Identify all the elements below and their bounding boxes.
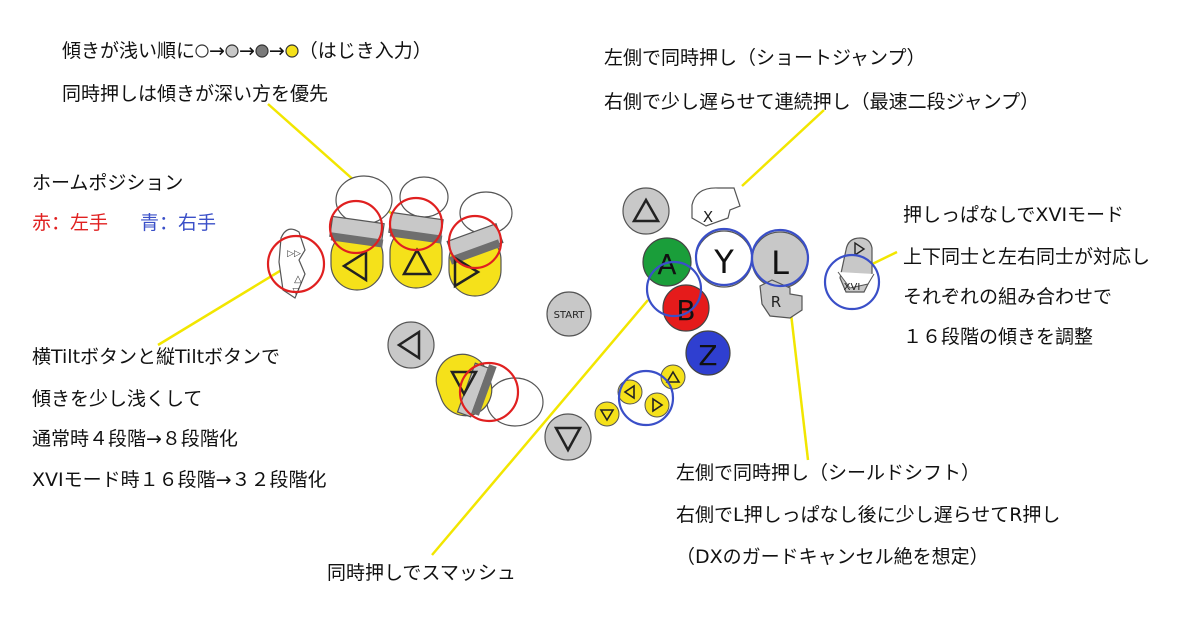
triangle-right-icon [453,255,481,289]
circle-yellow-icon [285,44,299,58]
red-ring-right [447,214,503,270]
tilt-button-note-1: 横Tiltボタンと縦Tiltボタンで [32,346,281,368]
leader-line-shield [788,304,810,461]
blue-ring-xvi [823,253,881,311]
red-ring-left [328,199,384,255]
l-label: L [771,244,789,282]
arrow-2: → [238,40,255,62]
circle-darkgray-icon [255,44,269,58]
c-down-button[interactable] [594,401,620,427]
y-button[interactable]: Y [695,230,753,288]
arrow-1: → [209,40,225,62]
red-ring-down [458,361,520,423]
gray-down-button[interactable] [544,413,592,461]
leader-line-tilt [157,258,299,347]
gray-left-button[interactable] [387,321,435,369]
triangle-down-icon [553,426,583,453]
xvi-label: XVI [844,282,861,293]
smash-note: 同時押しでスマッシュ [327,562,516,584]
down-button[interactable] [429,347,499,423]
up-button[interactable] [388,211,444,289]
pad-white-4 [486,377,544,427]
triangle-left-icon [623,384,635,400]
jump-note-1: 左側で同時押し（ショートジャンプ） [604,47,926,69]
tilt-left-glyph: ▷▷ [287,249,301,259]
shield-note-3: （DXのガードキャンセル絶を想定） [676,546,989,568]
start-button[interactable]: START [546,291,592,337]
circle-white-icon [195,44,209,58]
left-button[interactable] [329,215,385,291]
blue-ring-l [750,228,810,288]
r-button[interactable]: R [759,279,803,319]
triangle-up-icon [401,247,433,276]
triangle-left-icon [396,329,421,361]
l-button[interactable]: L [751,231,809,289]
arrow-3: → [268,40,285,62]
leader-lines [157,103,898,556]
red-label: 赤：左手 [32,212,109,234]
tilt-order-prefix: 傾きが浅い順に [62,40,196,62]
y-label: Y [713,243,734,281]
blue-label: 青：右手 [140,212,217,234]
z-button[interactable]: Z [685,330,731,376]
home-title: ホームポジション [32,172,184,194]
blue-ring-cstick [617,369,675,427]
xvi-note-3: それぞれの組み合わせで [903,286,1113,308]
shield-note-2: 右側でL押しっぱなし後に少し遅らせてR押し [676,504,1061,526]
xvi-note-2: 上下同士と左右同士が対応し [903,246,1151,268]
red-ring-tilt [266,234,326,294]
triangle-left-icon [341,249,368,283]
gray-up-button[interactable] [622,187,670,235]
right-button[interactable] [446,222,504,297]
circle-lightgray-icon [225,44,239,58]
b-button[interactable]: B [662,284,710,332]
triangle-right-icon [854,241,866,257]
shield-note-1: 左側で同時押し（シールドシフト） [676,462,981,484]
x-label: X [703,208,713,226]
c-stick-buttons [594,364,686,427]
pad-white-2 [399,176,449,218]
tilt-order-suffix: （はじき入力） [298,40,432,62]
triangle-up-icon [665,370,681,383]
c-right-button[interactable] [644,392,670,418]
blue-ring-ab [645,260,703,318]
triangle-down-icon [449,370,479,397]
priority-note: 同時押しは傾きが深い方を優先 [62,83,329,105]
tilt-up-glyph: △ [294,274,302,285]
red-ring-up [388,196,444,252]
z-label: Z [698,339,717,372]
xvi-button[interactable]: XVI [837,237,875,293]
leader-line-jump [741,109,825,187]
c-up-button[interactable] [660,364,686,390]
x-button[interactable]: X [691,187,741,227]
tilt-button-note-3: 通常時４段階→８段階化 [32,428,238,450]
b-label: B [676,294,695,327]
jump-note-2: 右側で少し遅らせて連続押し（最速二段ジャンプ） [604,91,1040,113]
start-label: START [554,310,586,321]
c-left-button[interactable] [617,379,643,405]
tilt-order-note: 傾きが浅い順に → → → （はじき入力） [62,39,432,63]
r-label: R [771,293,781,311]
triangle-right-icon [652,397,664,413]
triangle-up-icon [631,197,661,223]
a-label: A [657,248,676,281]
xvi-note-4: １６段階の傾きを調整 [903,326,1094,348]
tilt-button-note-4: XVIモード時１６段階→３２段階化 [32,469,327,491]
tilt-button-note-2: 傾きを少し浅くして [32,388,203,410]
xvi-note-1: 押しっぱなしでXVIモード [903,204,1125,226]
pad-white-1 [335,175,393,225]
leader-line-smash [431,299,649,556]
triangle-down-icon [599,409,615,422]
